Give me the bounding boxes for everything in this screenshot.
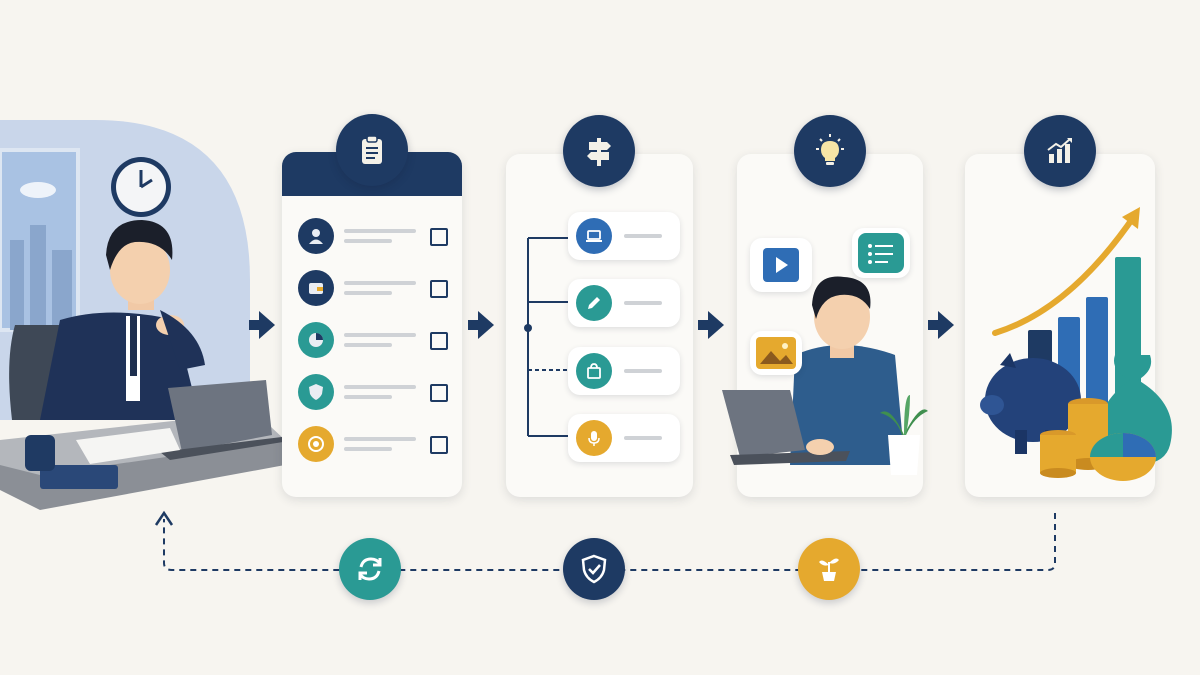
flow-arrow-1-stem — [249, 320, 261, 330]
checklist-row-4 — [298, 374, 448, 410]
checkbox-checked-icon — [430, 436, 448, 454]
flow-arrow-3 — [708, 311, 724, 339]
microphone-icon — [576, 420, 612, 456]
lightbulb-icon — [794, 115, 866, 187]
image-icon — [756, 337, 796, 369]
person-at-laptop-illustration — [0, 120, 290, 510]
flow-arrow-3-stem — [698, 320, 710, 330]
checkbox-checked-icon — [430, 332, 448, 350]
image-card — [750, 331, 802, 375]
flow-arrow-2 — [478, 311, 494, 339]
checklist-row-5 — [298, 426, 448, 462]
pencil-icon — [576, 285, 612, 321]
video-card — [750, 238, 812, 292]
video-play-icon — [763, 248, 799, 282]
wallet-icon — [298, 270, 334, 306]
option-chip-microphone — [568, 414, 680, 462]
checklist-row-1 — [298, 218, 448, 254]
option-chip-bag — [568, 347, 680, 395]
shopping-bag-icon — [576, 353, 612, 389]
checkbox-checked-icon — [430, 280, 448, 298]
checklist-panel — [282, 152, 462, 497]
target-icon — [298, 426, 334, 462]
plant-icon — [798, 538, 860, 600]
flow-arrow-2-stem — [468, 320, 480, 330]
checklist-row-3 — [298, 322, 448, 358]
shield-icon — [298, 374, 334, 410]
option-chip-pencil — [568, 279, 680, 327]
laptop-icon — [576, 218, 612, 254]
person-laptop-illustration — [722, 276, 928, 475]
shield-check-icon — [563, 538, 625, 600]
refresh-icon — [339, 538, 401, 600]
coin-stack-icon — [1040, 398, 1108, 478]
flow-arrow-4 — [938, 311, 954, 339]
worker-scene — [0, 120, 290, 520]
clipboard-icon — [336, 114, 408, 186]
chat-list-icon — [858, 233, 904, 273]
pie-chart-icon — [1090, 433, 1156, 481]
user-icon — [298, 218, 334, 254]
flow-arrow-4-stem — [928, 320, 940, 330]
piggy-bank-icon — [985, 358, 1081, 442]
pie-chart-icon — [298, 322, 334, 358]
growth-chart-icon — [1024, 115, 1096, 187]
chat-card — [852, 228, 910, 278]
checkbox-checked-icon — [430, 384, 448, 402]
option-chip-laptop — [568, 212, 680, 260]
checklist-row-2 — [298, 270, 448, 306]
branch-connector — [524, 233, 576, 441]
flow-arrow-1 — [259, 311, 275, 339]
signpost-icon — [563, 115, 635, 187]
checkbox-checked-icon — [430, 228, 448, 246]
growth-illustration — [980, 207, 1172, 481]
